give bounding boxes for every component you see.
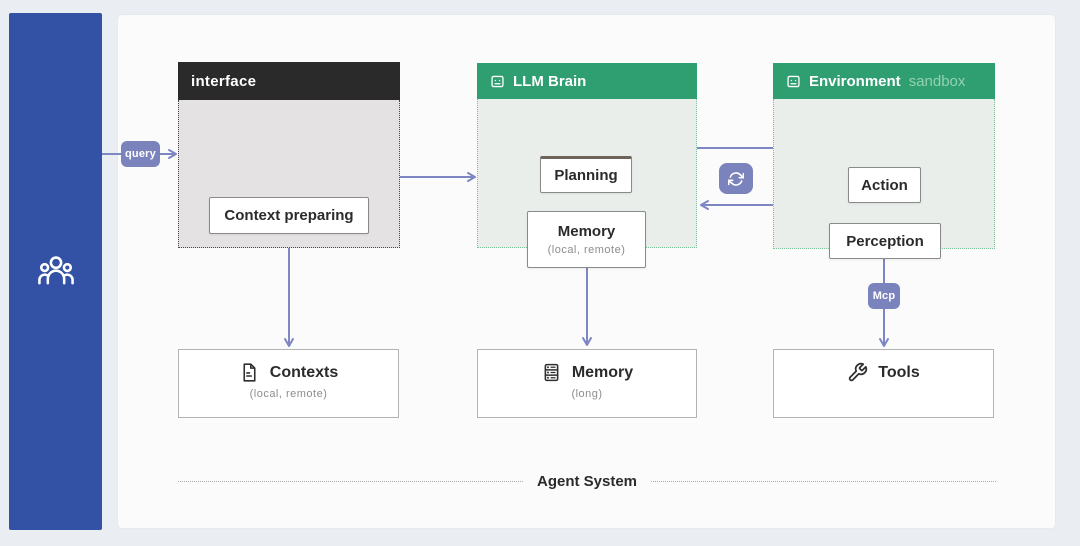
environment-subtitle: sandbox [908, 72, 966, 90]
environment-title: Environment [809, 72, 901, 90]
tools-title-row: Tools [774, 362, 993, 383]
interface-title: interface [191, 72, 257, 90]
interface-body: Context preparing [178, 100, 400, 248]
memory-store: Memory (long) [477, 349, 697, 418]
mcp-badge-label: Mcp [872, 290, 896, 302]
footer-dotted-line-right [651, 481, 996, 482]
llm-brain-title: LLM Brain [513, 72, 587, 90]
user-sidebar[interactable] [9, 13, 102, 530]
team-people-icon [37, 255, 74, 284]
sync-badge [719, 163, 753, 194]
perception-node: Perception [829, 223, 941, 259]
memory-node: Memory (local, remote) [527, 211, 646, 268]
interface-node: interface Context preparing [178, 62, 400, 248]
footer-dotted-line-left [178, 481, 523, 482]
action-node: Action [848, 167, 921, 203]
memory-label: Memory [557, 223, 616, 240]
contexts-title-row: Contexts [179, 362, 398, 383]
memory-title-row: Memory [478, 362, 696, 383]
contexts-label: Contexts [269, 363, 339, 381]
interface-header: interface [178, 62, 400, 100]
contexts-store: Contexts (local, remote) [178, 349, 399, 418]
database-icon [544, 363, 559, 382]
perception-label: Perception [846, 232, 924, 250]
footer-caption: Agent System [178, 473, 996, 490]
robot-icon [491, 75, 504, 87]
query-badge-label: query [125, 148, 156, 160]
wrench-icon [849, 362, 868, 382]
sync-icon [728, 171, 744, 186]
diagram-title: Agent System [536, 473, 638, 490]
memory-store-label: Memory [571, 363, 634, 381]
action-label: Action [861, 176, 908, 194]
contexts-sublabel: (local, remote) [249, 388, 328, 400]
tools-store: Tools [773, 349, 994, 418]
tools-label: Tools [878, 363, 920, 381]
context-preparing-node: Context preparing [209, 197, 369, 234]
planning-label: Planning [554, 167, 618, 184]
llm-brain-node: LLM Brain Planning Memory (local, remote… [477, 63, 697, 268]
memory-store-sublabel: (long) [571, 388, 603, 400]
llm-brain-body: Planning Memory (local, remote) [477, 99, 697, 268]
context-preparing-label: Context preparing [224, 207, 354, 224]
llm-brain-header: LLM Brain [477, 63, 697, 99]
environment-body: Action Perception [773, 99, 995, 259]
environment-node: Environment sandbox Action Perception [773, 63, 995, 259]
document-icon [243, 363, 256, 382]
mcp-badge: Mcp [868, 283, 900, 309]
environment-header: Environment sandbox [773, 63, 995, 99]
memory-sublabel: (local, remote) [547, 244, 626, 256]
query-badge: query [121, 141, 160, 167]
robot-icon [787, 75, 800, 87]
planning-node: Planning [540, 156, 632, 193]
